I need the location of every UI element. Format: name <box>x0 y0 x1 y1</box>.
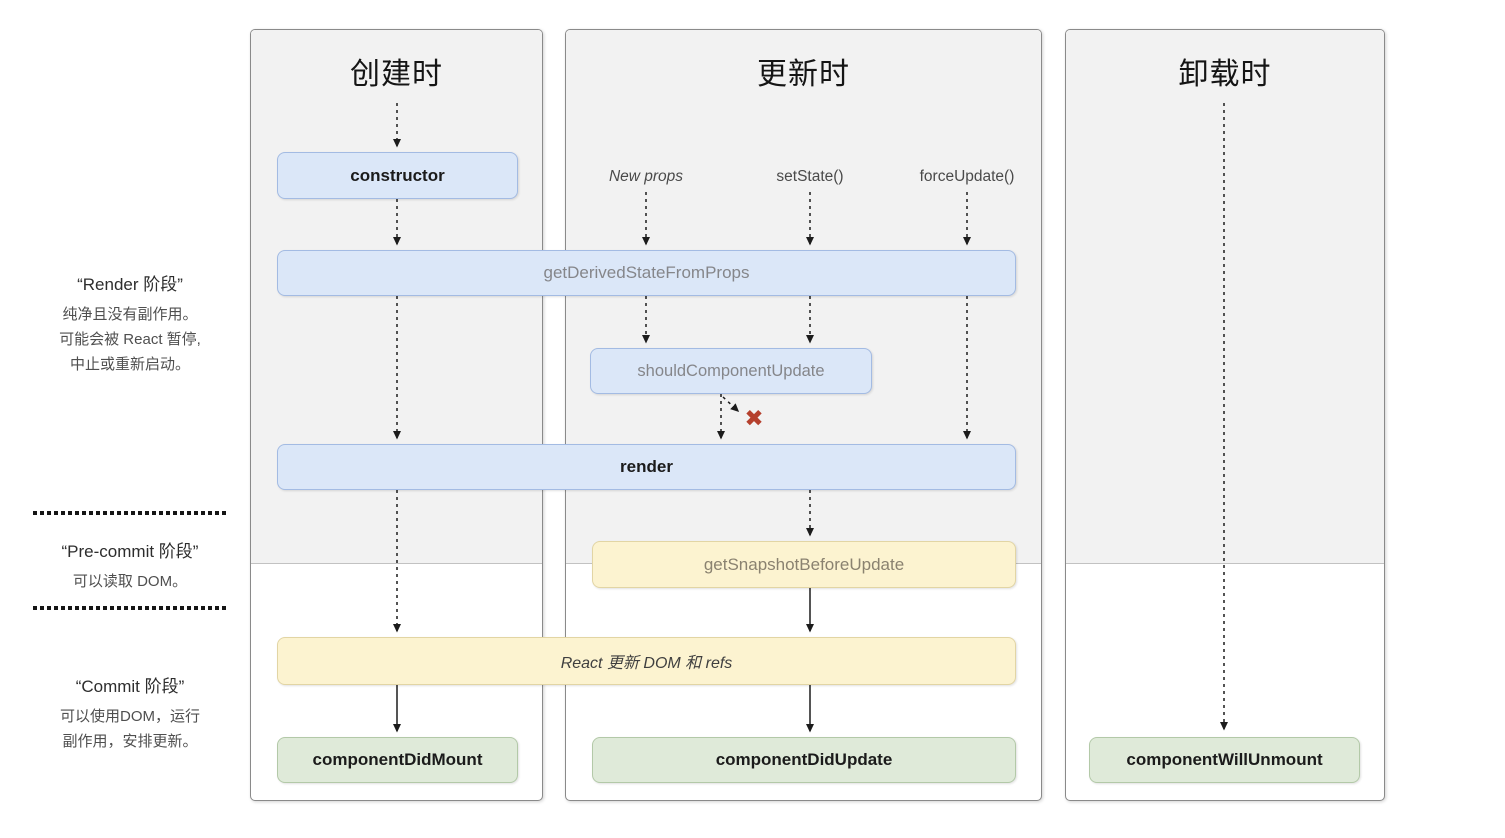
get-derived-state-from-props-box: getDerivedStateFromProps <box>277 250 1016 296</box>
pre-commit-phase-title: “Pre-commit 阶段” <box>61 542 199 561</box>
phase-separator-top <box>33 511 227 515</box>
constructor-box: constructor <box>277 152 518 199</box>
render-phase-desc-line: 可能会被 React 暂停, <box>59 331 201 348</box>
unmounting-column-title: 卸载时 <box>1178 58 1272 91</box>
should-component-update-box: shouldComponentUpdate <box>590 348 872 394</box>
component-will-unmount-label: componentWillUnmount <box>1126 750 1323 769</box>
component-did-mount-box: componentDidMount <box>277 737 518 783</box>
get-derived-state-from-props-label: getDerivedStateFromProps <box>543 263 750 282</box>
render-phase-desc-line: 中止或重新启动。 <box>69 356 190 373</box>
component-did-update-box: componentDidUpdate <box>592 737 1016 783</box>
commit-phase-desc-line: 副作用，安排更新。 <box>62 733 198 750</box>
trigger-force-update: forceUpdate() <box>919 168 1015 185</box>
get-snapshot-before-update-label: getSnapshotBeforeUpdate <box>703 554 905 574</box>
trigger-new-props: New props <box>608 168 684 185</box>
component-did-mount-label: componentDidMount <box>312 750 483 769</box>
updating-column-panel: 更新时 <box>565 29 1042 801</box>
constructor-label: constructor <box>350 165 445 185</box>
should-component-update-label: shouldComponentUpdate <box>637 361 825 380</box>
get-snapshot-before-update-box: getSnapshotBeforeUpdate <box>592 541 1016 588</box>
mounting-column-panel: 创建时 <box>250 29 543 801</box>
react-updates-dom-box: React 更新 DOM 和 refs <box>277 637 1016 685</box>
render-phase-desc-line: 纯净且没有副作用。 <box>62 306 198 323</box>
render-phase-label: “Render 阶段” 纯净且没有副作用。 可能会被 React 暂停, 中止或… <box>30 270 230 377</box>
commit-phase-label: “Commit 阶段” 可以使用DOM，运行 副作用，安排更新。 <box>30 672 230 754</box>
render-label: render <box>620 457 673 476</box>
component-will-unmount-box: componentWillUnmount <box>1089 737 1360 783</box>
react-updates-dom-label: React 更新 DOM 和 refs <box>560 655 733 672</box>
pre-commit-phase-desc-line: 可以读取 DOM。 <box>72 573 188 590</box>
commit-phase-desc-line: 可以使用DOM，运行 <box>60 708 200 725</box>
cancel-update-x-icon: ✖ <box>744 405 764 431</box>
trigger-set-state: setState() <box>776 168 844 185</box>
unmounting-column-panel: 卸载时 <box>1065 29 1385 801</box>
component-did-update-label: componentDidUpdate <box>715 750 893 769</box>
updating-column-title: 更新时 <box>757 58 850 91</box>
render-box: render <box>277 444 1016 490</box>
unmounting-render-zone <box>1066 30 1384 564</box>
mounting-column-title: 创建时 <box>350 58 443 91</box>
commit-phase-title: “Commit 阶段” <box>75 677 185 696</box>
phase-separator-bottom <box>33 606 227 610</box>
pre-commit-phase-label: “Pre-commit 阶段” 可以读取 DOM。 <box>30 537 230 594</box>
render-phase-title: “Render 阶段” <box>77 275 183 294</box>
